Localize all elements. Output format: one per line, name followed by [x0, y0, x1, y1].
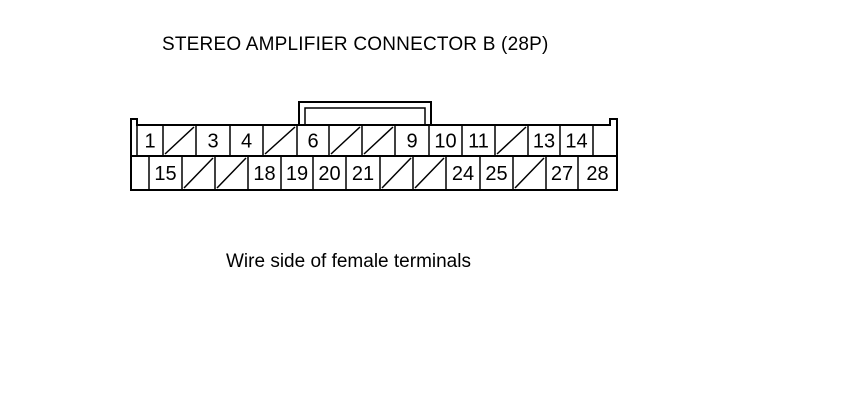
unused-cavity-slash [164, 126, 195, 155]
connector-row-bottom: 15 18 19 20 21 24 25 27 28 [148, 156, 618, 190]
top-cell-8 [330, 125, 363, 156]
pin-label: 20 [318, 163, 340, 185]
bottom-cell-8: 21 [352, 156, 381, 190]
connector-title: STEREO AMPLIFIER CONNECTOR B (28P) [162, 34, 549, 55]
bottom-cell-4 [216, 156, 249, 190]
bottom-cell-9 [381, 156, 414, 190]
unused-cavity-slash [330, 126, 361, 155]
pin-label: 25 [485, 163, 507, 185]
pin-label: 9 [406, 131, 417, 153]
top-cell-15: 14 [565, 125, 594, 156]
unused-cavity-slash [514, 157, 545, 189]
pin-label: 15 [154, 163, 176, 185]
unused-cavity-slash [381, 157, 412, 189]
top-cell-9 [363, 125, 396, 156]
bottom-cell-15: 28 [586, 156, 618, 190]
top-cell-11: 10 [434, 125, 463, 156]
top-cell-3 [164, 125, 197, 156]
unused-cavity-slash [496, 126, 527, 155]
bottom-cell-14: 27 [551, 156, 579, 190]
top-cell-2: 1 [144, 125, 164, 156]
top-cell-6 [264, 125, 298, 156]
bottom-cell-11: 24 [452, 156, 481, 190]
unused-cavity-slash [414, 157, 445, 189]
pin-label: 18 [253, 163, 275, 185]
pin-label: 19 [286, 163, 308, 185]
bottom-cell-6: 19 [286, 156, 314, 190]
bottom-cell-7: 20 [318, 156, 347, 190]
unused-cavity-slash [264, 126, 296, 155]
top-cell-12: 11 [468, 125, 496, 156]
bottom-cell-10 [414, 156, 447, 190]
pin-label: 24 [452, 163, 474, 185]
pin-label: 14 [565, 131, 587, 153]
pin-label: 6 [307, 131, 318, 153]
bottom-cell-13 [514, 156, 547, 190]
top-cell-4: 3 [207, 125, 231, 156]
pin-label: 10 [434, 131, 456, 153]
unused-cavity-slash [363, 126, 394, 155]
top-cell-13 [496, 125, 529, 156]
unused-cavity-slash [183, 157, 214, 189]
connector-housing [130, 101, 618, 191]
pin-label: 4 [241, 131, 252, 153]
pin-label: 28 [586, 163, 608, 185]
top-cell-7: 6 [307, 125, 330, 156]
top-cell-10: 9 [406, 125, 430, 156]
pin-label: 21 [352, 163, 374, 185]
pin-label: 3 [207, 131, 218, 153]
pin-label: 13 [533, 131, 555, 153]
bottom-cell-5: 18 [253, 156, 282, 190]
bottom-cell-2: 15 [154, 156, 183, 190]
bottom-cell-12: 25 [485, 156, 514, 190]
top-cell-14: 13 [533, 125, 561, 156]
pin-label: 27 [551, 163, 573, 185]
unused-cavity-slash [216, 157, 247, 189]
pin-label: 1 [144, 131, 155, 153]
connector-caption: Wire side of female terminals [226, 251, 471, 272]
pin-label: 11 [468, 131, 489, 153]
bottom-cell-3 [183, 156, 216, 190]
top-cell-5: 4 [241, 125, 264, 156]
